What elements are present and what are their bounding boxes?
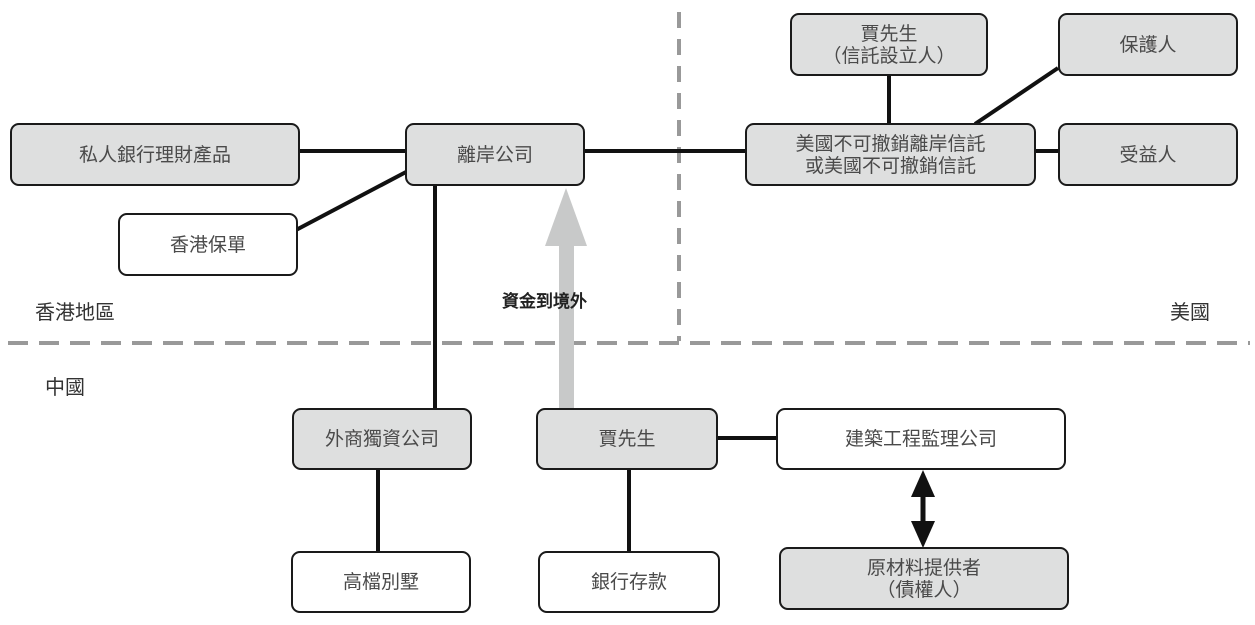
node-foreign-owned-company: 外商獨資公司 [292, 408, 472, 470]
node-construction-supervision-company: 建築工程監理公司 [776, 408, 1066, 470]
node-label-line2: （債權人） [876, 578, 972, 601]
node-offshore-company: 離岸公司 [405, 123, 585, 186]
node-label: 保護人 [1119, 33, 1177, 56]
node-label: 建築工程監理公司 [844, 428, 997, 450]
node-label: 外商獨資公司 [324, 428, 439, 450]
node-label: 香港保單 [169, 233, 246, 256]
double-arrow-head-up [911, 470, 935, 497]
node-label-line2: （信託設立人） [822, 44, 956, 67]
node-luxury-villa: 高檔別墅 [291, 551, 471, 613]
node-label: 高檔別墅 [342, 571, 419, 593]
node-us-irrevocable-trust: 美國不可撤銷離岸信託 或美國不可撤銷信託 [745, 123, 1036, 186]
double-arrow-head-down [911, 521, 935, 548]
node-label: 賈先生 [598, 428, 656, 450]
region-label-usa: 美國 [1170, 300, 1210, 324]
node-protector: 保護人 [1058, 13, 1238, 76]
node-bank-deposit: 銀行存款 [538, 551, 720, 613]
node-label-line1: 原材料提供者 [866, 556, 981, 579]
node-mr-jia: 賈先生 [536, 408, 718, 470]
node-raw-material-supplier: 原材料提供者 （債權人） [779, 547, 1069, 610]
connector-protector-trust [973, 66, 1060, 126]
node-label-line1: 賈先生 [860, 22, 918, 45]
node-private-bank-products: 私人銀行理財產品 [10, 123, 300, 186]
flow-arrow-shaft [559, 240, 574, 408]
region-label-china: 中國 [45, 375, 85, 399]
node-label-line2: 或美國不可撤銷信託 [804, 154, 976, 177]
node-label: 銀行存款 [590, 571, 667, 593]
node-label: 離岸公司 [456, 143, 533, 166]
node-label: 受益人 [1119, 143, 1177, 166]
region-label-hong-kong: 香港地區 [35, 300, 115, 324]
node-beneficiary: 受益人 [1058, 123, 1238, 186]
node-hk-insurance: 香港保單 [118, 213, 298, 276]
node-label: 私人銀行理財產品 [78, 143, 231, 166]
flow-arrow-head [545, 188, 587, 246]
connector-insurance-offshore [295, 170, 407, 232]
node-settlor: 賈先生 （信託設立人） [790, 13, 988, 76]
node-label-line1: 美國不可撤銷離岸信託 [795, 132, 986, 155]
flow-label-funds-offshore: 資金到境外 [502, 292, 587, 312]
